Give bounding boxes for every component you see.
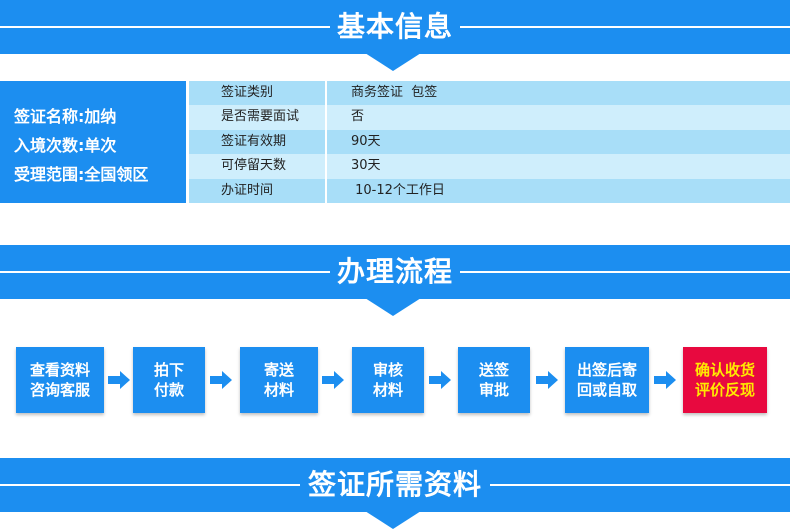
banner-down-arrow-icon <box>365 53 421 71</box>
detail-key: 签证有效期 <box>189 129 327 155</box>
process-step-review: 审核材料 <box>352 347 424 413</box>
step-line: 评价反现 <box>694 381 755 399</box>
table-row: 可停留天数 30天 <box>189 154 790 179</box>
step-line: 拍下 <box>153 361 184 379</box>
detail-value: 30天 <box>327 154 790 179</box>
step-line: 付款 <box>153 381 184 399</box>
section-banner-basic-info: 基本信息 <box>0 0 790 71</box>
step-line: 查看资料 <box>29 361 90 379</box>
table-row: 办证时间 10-12个工作日 <box>189 178 790 203</box>
detail-key: 可停留天数 <box>189 154 327 179</box>
banner-line-left <box>0 26 330 28</box>
process-step-return: 出签后寄回或自取 <box>565 347 649 413</box>
detail-key: 办证时间 <box>189 178 327 203</box>
step-line: 咨询客服 <box>29 381 90 399</box>
banner-down-arrow-icon <box>365 298 421 316</box>
banner-line-left <box>0 271 330 273</box>
visa-details-table: 签证类别 商务签证 包签 是否需要面试 否 签证有效期 90天 可停留天数 30… <box>189 81 790 203</box>
detail-value: 10-12个工作日 <box>327 178 790 203</box>
step-line: 材料 <box>372 381 403 399</box>
process-step-submit: 送签审批 <box>458 347 530 413</box>
detail-key: 是否需要面试 <box>189 105 327 130</box>
banner-line-left <box>0 484 300 486</box>
step-line: 回或自取 <box>576 381 637 399</box>
table-row: 签证有效期 90天 <box>189 129 790 155</box>
arrow-right-icon <box>210 371 232 389</box>
process-step-confirm: 确认收货评价反现 <box>683 347 767 413</box>
section-title: 签证所需资料 <box>307 468 482 501</box>
step-line: 确认收货 <box>694 361 755 379</box>
process-step-consult: 查看资料咨询客服 <box>16 347 104 413</box>
banner-down-arrow-icon <box>365 511 421 529</box>
table-row: 签证类别 商务签证 包签 <box>189 81 790 106</box>
arrow-right-icon <box>429 371 451 389</box>
process-step-pay: 拍下付款 <box>133 347 205 413</box>
table-row: 是否需要面试 否 <box>189 105 790 130</box>
summary-acceptance-range: 受理范围:全国领区 <box>14 165 149 184</box>
detail-value: 90天 <box>327 129 790 155</box>
arrow-right-icon <box>654 371 676 389</box>
step-line: 审核 <box>372 361 403 379</box>
section-title: 办理流程 <box>336 255 453 288</box>
banner-line-right <box>460 26 790 28</box>
summary-entry-count: 入境次数:单次 <box>14 136 117 155</box>
section-banner-materials: 签证所需资料 <box>0 458 790 529</box>
process-step-send-materials: 寄送材料 <box>240 347 318 413</box>
section-title: 基本信息 <box>336 10 453 43</box>
step-line: 出签后寄 <box>576 361 637 379</box>
arrow-right-icon <box>536 371 558 389</box>
arrow-right-icon <box>108 371 130 389</box>
section-banner-process: 办理流程 <box>0 245 790 316</box>
step-line: 寄送 <box>263 361 294 379</box>
summary-visa-name: 签证名称:加纳 <box>14 107 117 126</box>
arrow-right-icon <box>322 371 344 389</box>
step-line: 送签 <box>478 361 509 379</box>
step-line: 材料 <box>263 381 294 399</box>
detail-value: 否 <box>327 105 790 130</box>
detail-value: 商务签证 包签 <box>327 81 790 106</box>
banner-line-right <box>460 271 790 273</box>
detail-key: 签证类别 <box>189 81 327 106</box>
visa-summary-panel: 签证名称:加纳 入境次数:单次 受理范围:全国领区 <box>0 81 186 203</box>
step-line: 审批 <box>478 381 509 399</box>
banner-line-right <box>490 484 790 486</box>
